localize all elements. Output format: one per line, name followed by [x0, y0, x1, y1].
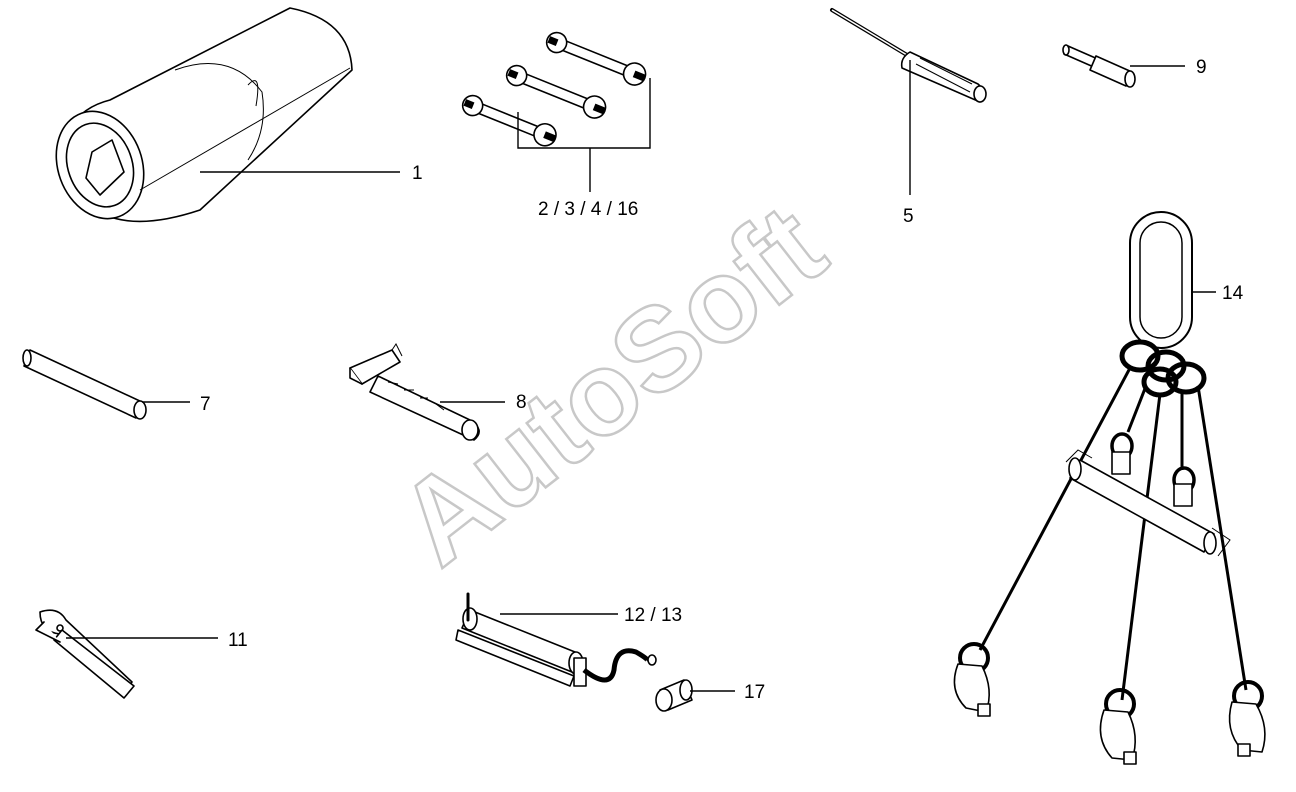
punch-item-9: [1062, 44, 1136, 88]
bar-item-7: [22, 349, 147, 420]
callout-8: 8: [516, 392, 527, 413]
callout-1: 1: [412, 163, 423, 184]
callout-17: 17: [744, 682, 765, 703]
leader-bracket-2-3-4-16: [517, 78, 651, 192]
callout-14: 14: [1222, 283, 1244, 304]
grease-gun-item-12-13: [455, 592, 657, 687]
watermark-text: AutoSoft: [375, 180, 849, 591]
hammer-item-8: [349, 343, 480, 441]
callout-2-3-4-16: 2 / 3 / 4 / 16: [538, 199, 638, 220]
callout-7: 7: [200, 394, 211, 415]
callout-12-13: 12 / 13: [624, 605, 682, 626]
cap-item-17: [655, 679, 693, 712]
callout-9: 9: [1196, 57, 1207, 78]
wrench-set-item-2-3-4-16: [461, 31, 647, 147]
lifting-sling-item-14: [953, 211, 1266, 765]
callout-5: 5: [903, 206, 914, 227]
watermark: AutoSoft: [373, 179, 849, 592]
callout-11: 11: [228, 630, 248, 651]
tool-roll-item-1: [55, 7, 353, 223]
screwdriver-item-5: [830, 8, 987, 103]
pliers-item-11: [35, 609, 135, 699]
